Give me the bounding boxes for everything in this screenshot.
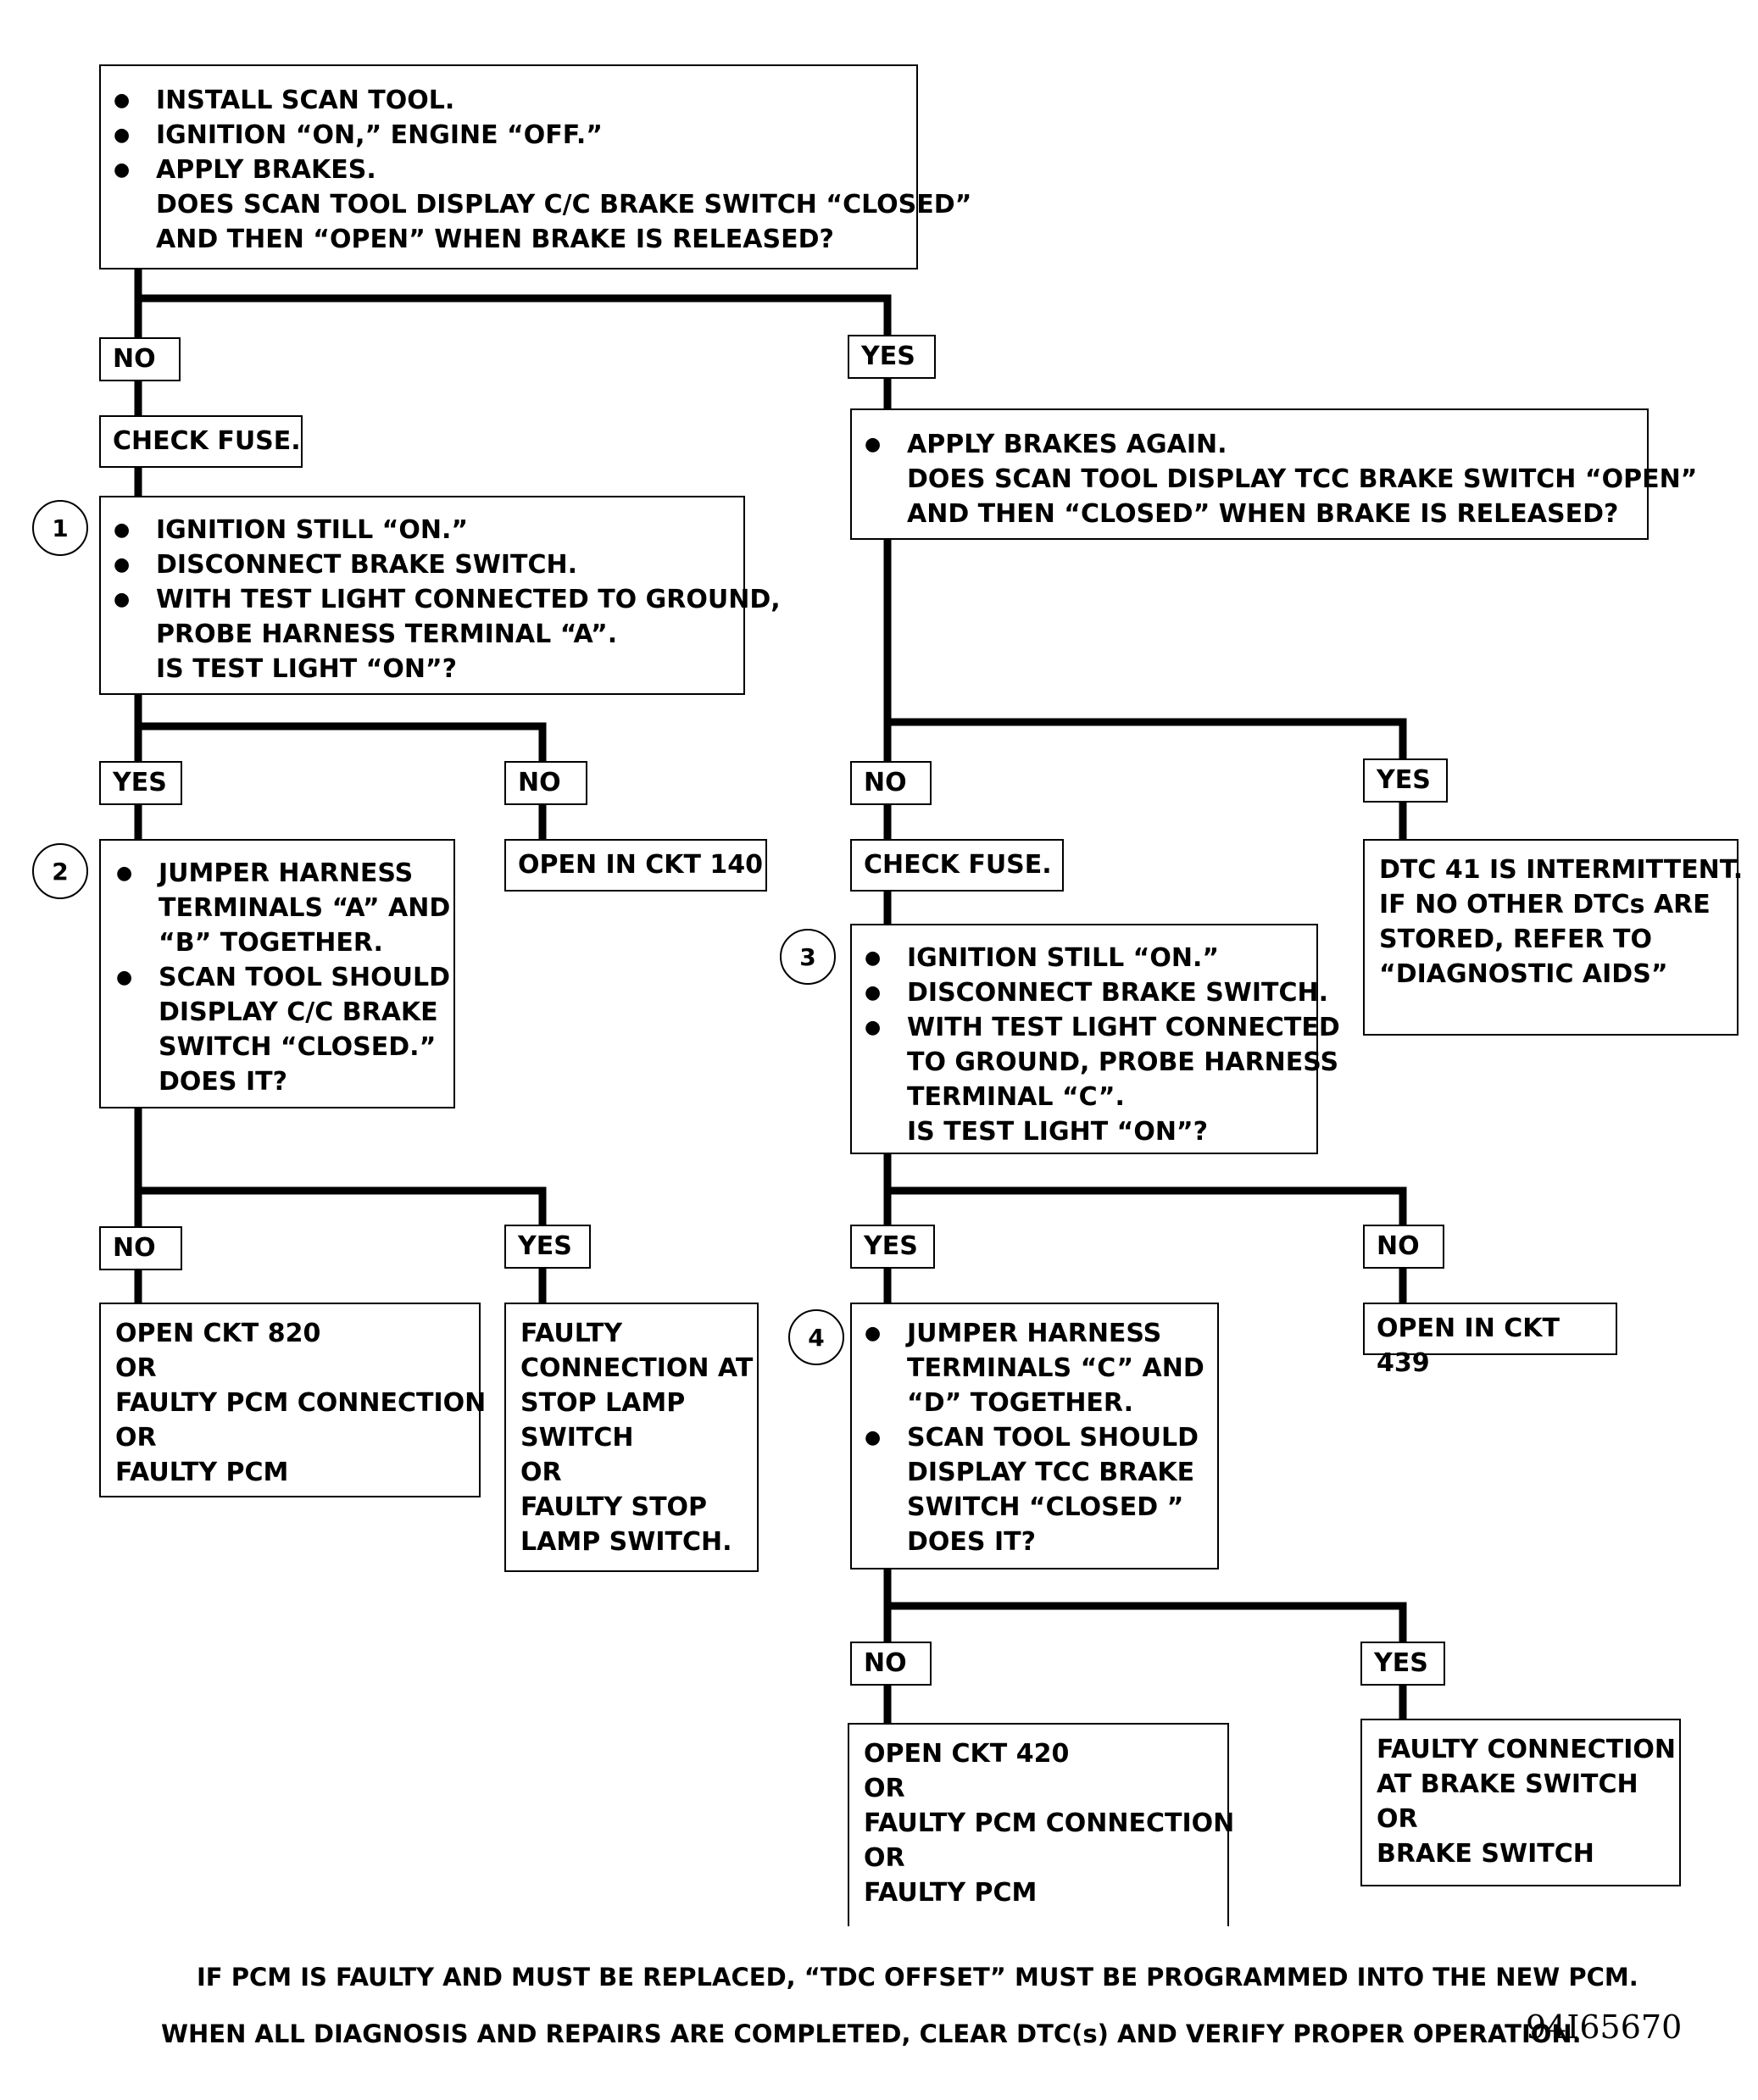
step3-bullet-2: DISCONNECT BRAKE SWITCH. [865,975,1328,1010]
connector-apply-split [883,536,1407,765]
step3-bullet-1: IGNITION STILL “ON.” [865,941,1316,975]
step-1-marker: 1 [32,500,88,556]
start-bullet-2: IGNITION “ON,” ENGINE “OFF.” [114,118,916,153]
step1-line-5: IS TEST LIGHT “ON”? [156,654,458,684]
yes-label-step3: YES [850,1225,935,1269]
connector-step1-split [134,691,547,765]
open-ckt-439-box: OPEN IN CKT 439 [1363,1303,1617,1378]
start-question-2: AND THEN “OPEN” WHEN BRAKE IS RELEASED? [156,225,834,254]
connector-step4-split [883,1565,1407,1646]
step2-box: JUMPER HARNESS TERMINALS “A” AND “B” TOG… [99,839,455,1108]
step4-box: JUMPER HARNESS TERMINALS “C” AND “D” TOG… [850,1303,1219,1569]
step1-box: IGNITION STILL “ON.” DISCONNECT BRAKE SW… [99,496,781,695]
start-box: INSTALL SCAN TOOL. IGNITION “ON,” ENGINE… [99,64,972,269]
step2-bullet-2: SCAN TOOL SHOULD [116,960,453,995]
start-question-1: DOES SCAN TOOL DISPLAY C/C BRAKE SWITCH … [156,190,972,219]
step1-line-4: PROBE HARNESS TERMINAL “A”. [156,619,618,649]
step2-bullet-1: JUMPER HARNESS [116,856,453,891]
start-bullet-3: APPLY BRAKES. [114,153,916,187]
faulty-stop-lamp-box: FAULTY CONNECTION AT STOP LAMP SWITCH OR… [504,1303,759,1572]
no-label-step4: NO [850,1642,932,1686]
step3-box: IGNITION STILL “ON.” DISCONNECT BRAKE SW… [850,924,1340,1154]
figure-code: 94I65670 [1526,2008,1683,2046]
check-fuse-right: CHECK FUSE. [850,839,1064,892]
footer-note-1: IF PCM IS FAULTY AND MUST BE REPLACED, “… [197,1963,1638,1992]
open-ckt-140-box: OPEN IN CKT 140 [504,839,767,892]
step-2-marker: 2 [32,843,88,899]
open-ckt-420-box: OPEN CKT 420 OR FAULTY PCM CONNECTION OR… [848,1723,1234,1926]
faulty-brake-switch-box: FAULTY CONNECTION AT BRAKE SWITCH OR BRA… [1360,1719,1681,1886]
step-4-marker: 4 [788,1309,844,1365]
yes-label-start: YES [848,335,936,379]
step1-bullet-1: IGNITION STILL “ON.” [114,513,743,547]
step3-bullet-3: WITH TEST LIGHT CONNECTED [865,1010,1340,1045]
check-fuse-left: CHECK FUSE. [99,415,303,468]
step1-bullet-2: DISCONNECT BRAKE SWITCH. [114,547,743,582]
no-label-start: NO [99,337,181,381]
step-3-marker: 3 [780,929,836,985]
connector-start [134,265,892,342]
step4-bullet-1: JUMPER HARNESS [865,1316,1217,1351]
connector-step2-split [134,1104,547,1229]
yes-label-step2: YES [504,1225,591,1269]
no-label-apply: NO [850,761,932,805]
no-label-step3: NO [1363,1225,1444,1269]
connector-step3-split [883,1150,1407,1229]
yes-label-step4: YES [1360,1642,1445,1686]
step4-bullet-2: SCAN TOOL SHOULD [865,1420,1217,1455]
no-label-step1: NO [504,761,587,805]
yes-label-step1: YES [99,761,182,805]
step1-bullet-3: WITH TEST LIGHT CONNECTED TO GROUND, [114,582,781,617]
yes-label-apply: YES [1363,758,1448,803]
apply-again-bullet: APPLY BRAKES AGAIN. [865,427,1647,462]
dtc41-box: DTC 41 IS INTERMITTENT. IF NO OTHER DTCs… [1363,839,1743,1036]
start-bullet-1: INSTALL SCAN TOOL. [114,83,916,118]
open-ckt-820-box: OPEN CKT 820 OR FAULTY PCM CONNECTION OR… [99,1303,486,1497]
apply-again-box: APPLY BRAKES AGAIN. DOES SCAN TOOL DISPL… [850,408,1697,540]
footer-note-2: WHEN ALL DIAGNOSIS AND REPAIRS ARE COMPL… [161,2019,1582,2048]
no-label-step2: NO [99,1226,182,1270]
